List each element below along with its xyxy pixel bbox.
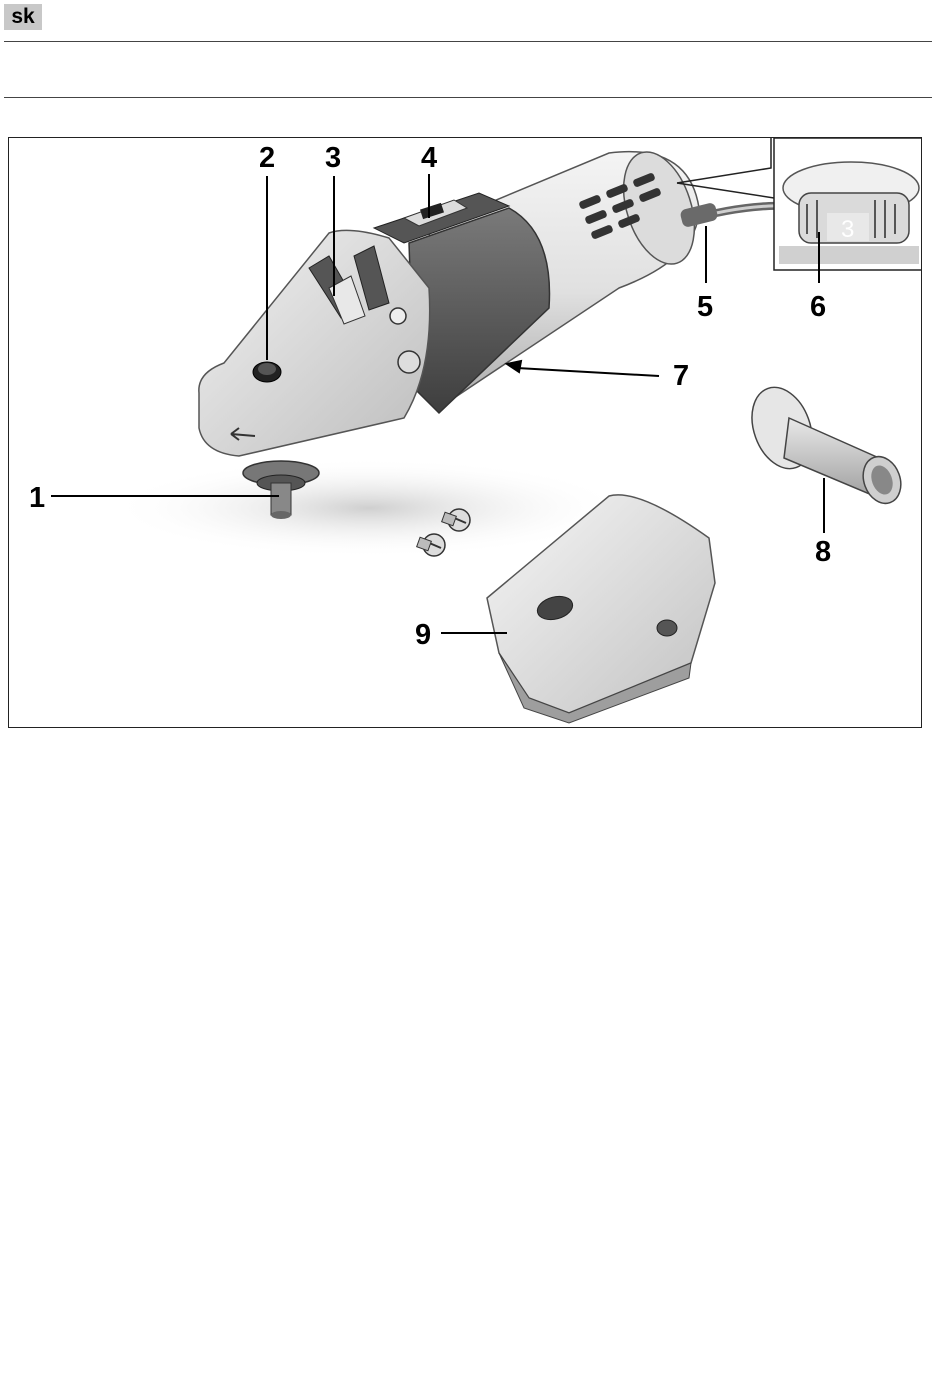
speed-dial-inset — [677, 138, 922, 270]
language-tag: sk — [4, 4, 42, 30]
angle-grinder-illustration — [9, 138, 922, 728]
callout-7: 7 — [673, 362, 689, 391]
callout-8: 8 — [815, 538, 831, 567]
callout-4: 4 — [421, 144, 437, 173]
callout-2: 2 — [259, 144, 275, 173]
tool-shadow — [109, 458, 629, 558]
callout-9: 9 — [415, 621, 431, 650]
speed-dial-value: 3 — [841, 215, 854, 244]
callout-6: 6 — [810, 293, 826, 322]
callout-5: 5 — [697, 293, 713, 322]
header-rule — [4, 41, 932, 42]
callout-1: 1 — [29, 484, 45, 513]
gear-head — [199, 230, 430, 456]
callout-3: 3 — [325, 144, 341, 173]
header-rule-lower — [4, 97, 932, 98]
tool-illustration-figure: 1 2 3 4 5 6 7 8 9 3 — [8, 137, 922, 728]
